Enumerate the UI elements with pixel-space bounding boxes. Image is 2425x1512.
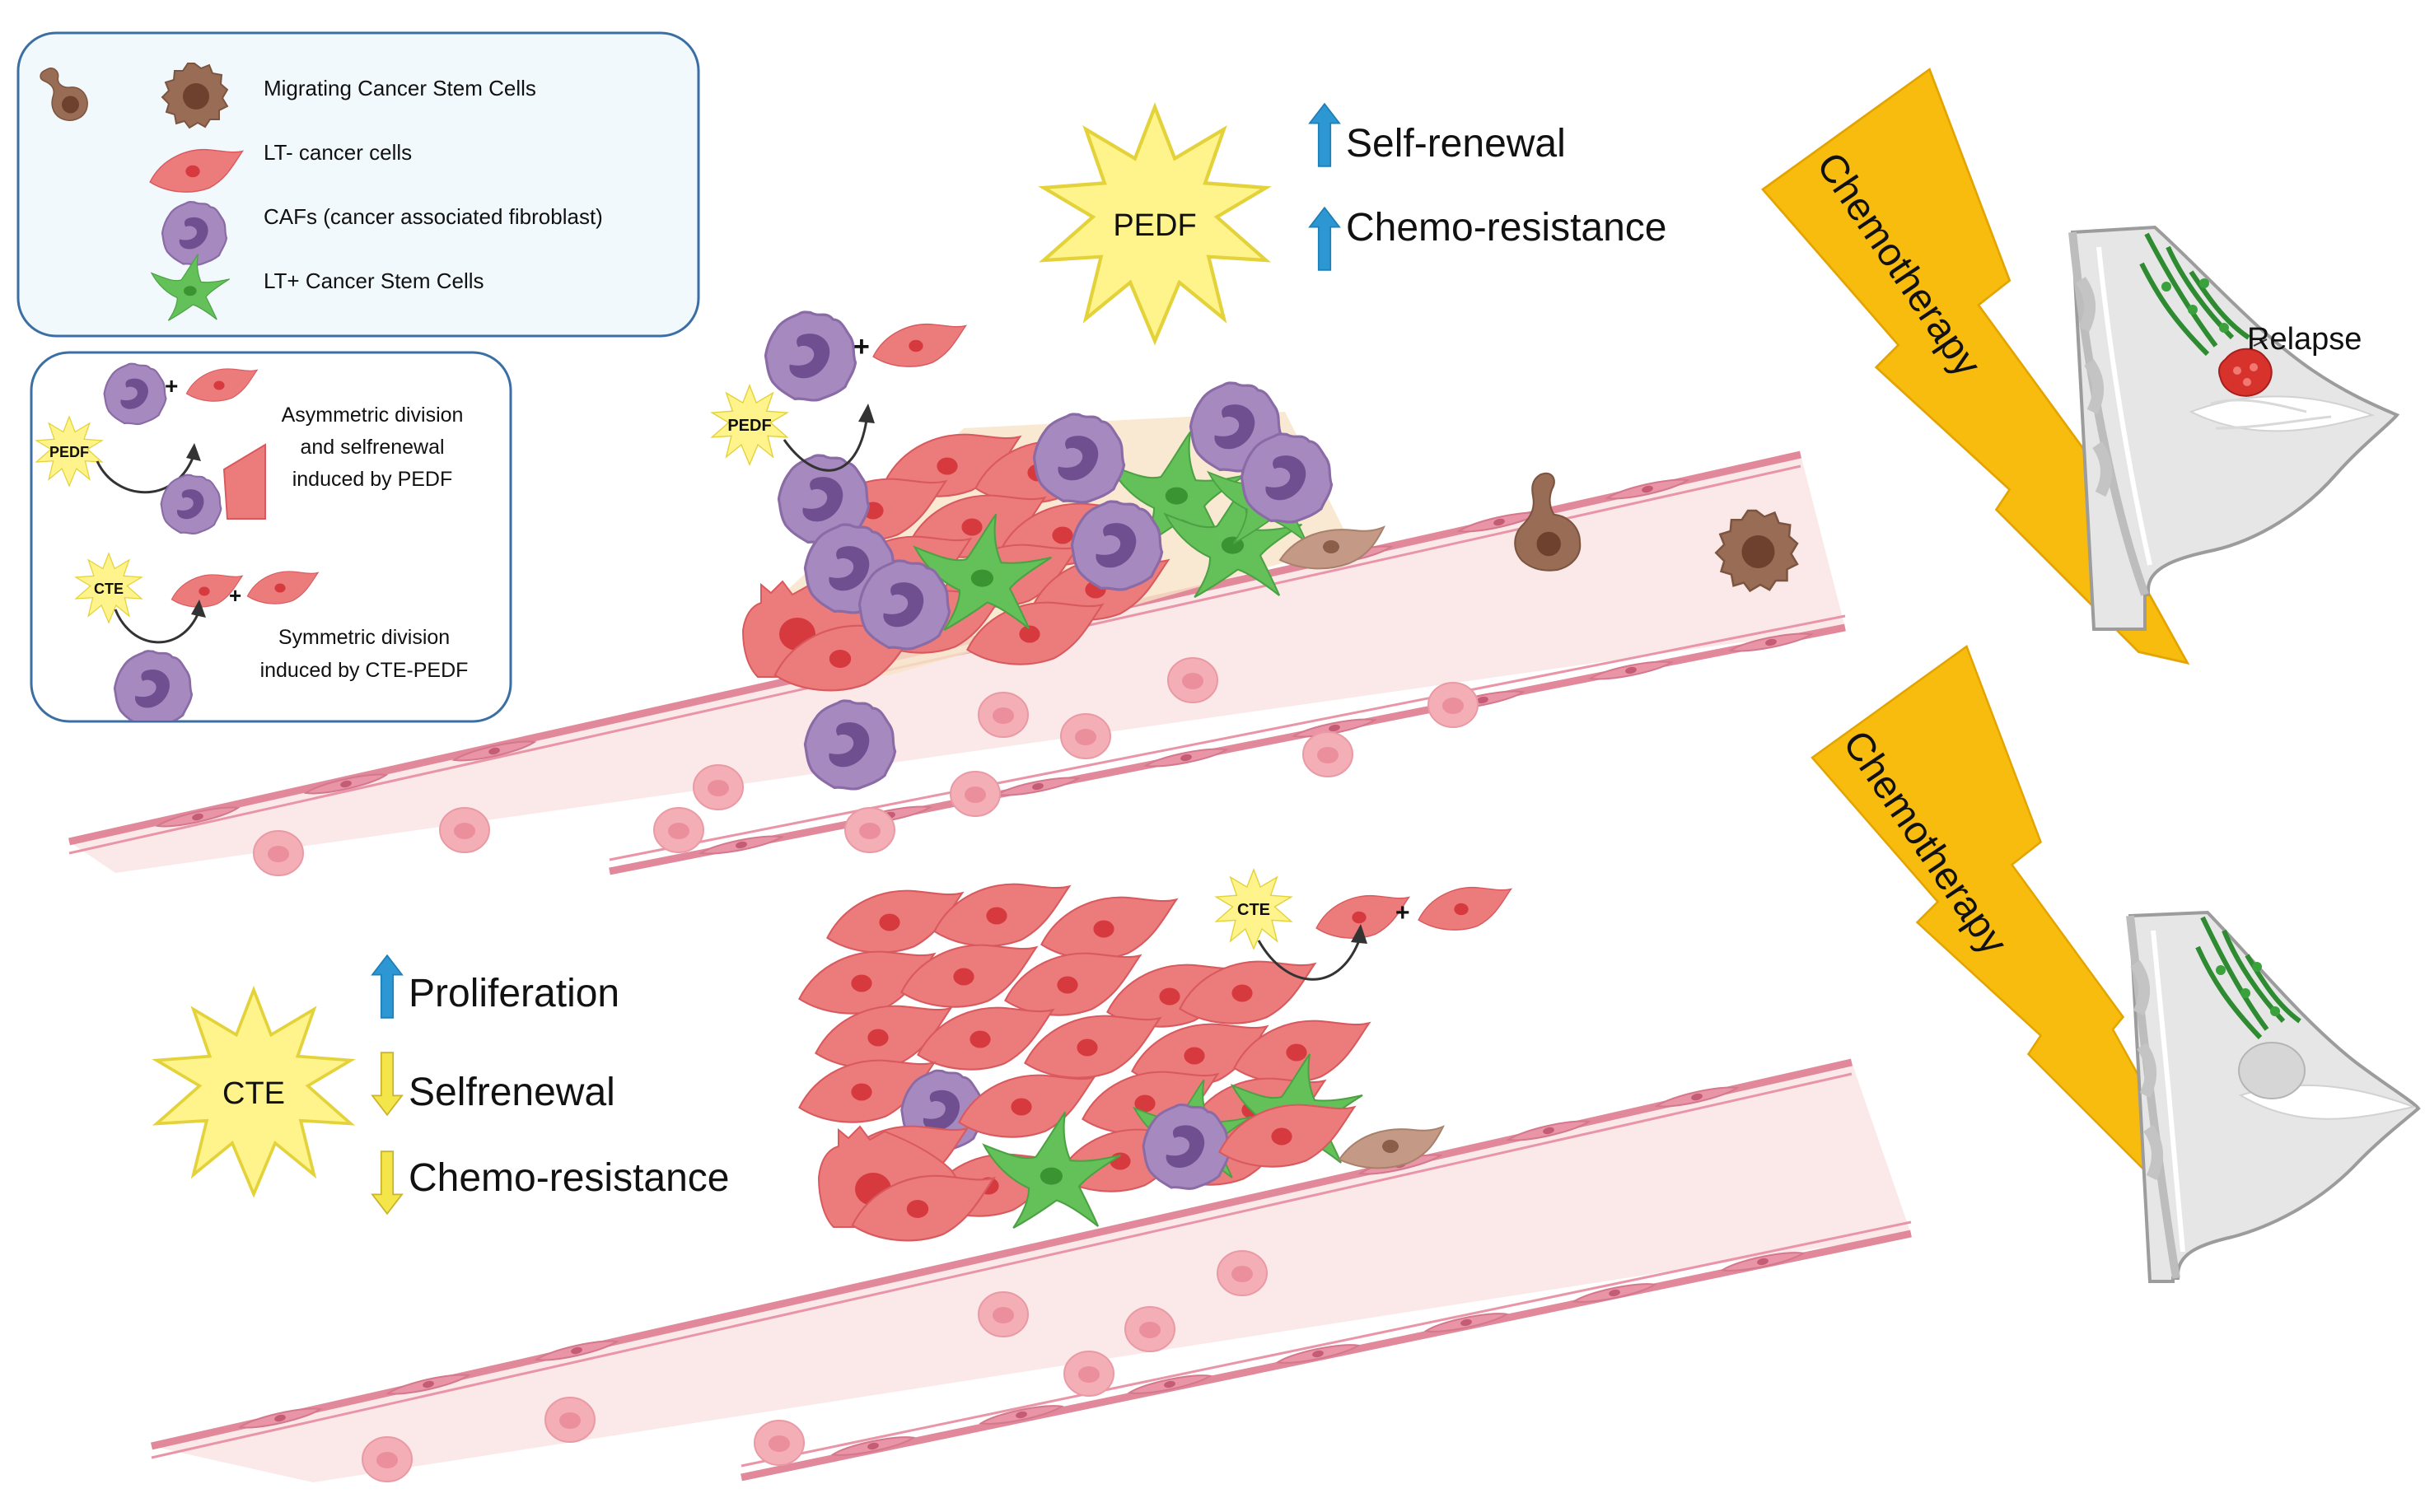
sym-text-line-2: induced by CTE-PEDF [260, 659, 469, 682]
cte-factor: CTE [155, 988, 353, 1196]
down-arrow-icon [371, 1052, 403, 1116]
effect-selfrenewal: Selfrenewal [409, 1071, 615, 1114]
arrow-head [191, 600, 206, 618]
effect-proliferation: Proliferation [409, 972, 619, 1015]
effect-chemo-resistance: Chemo-resistance [1346, 206, 1666, 250]
up-arrow-icon [1309, 103, 1340, 167]
asym-text-line-1: Asymmetric division [282, 404, 464, 427]
migrating-cancer-stem-cell-icon [40, 68, 88, 121]
bottom-symmetric-division: CTE + [1215, 869, 1512, 981]
arrow-head [1351, 924, 1367, 944]
cte-label: CTE [222, 1076, 285, 1111]
lt-minus-cell-partial-icon [222, 443, 266, 520]
sym-text-line-1: Symmetric division [278, 626, 450, 649]
up-arrow-icon [1309, 207, 1340, 271]
bottom-effects: Proliferation Selfrenewal Chemo-resistan… [371, 954, 729, 1215]
sym-plus: + [229, 583, 241, 608]
cleared-tumor-site-icon [2238, 1042, 2306, 1099]
caf-icon [103, 362, 167, 426]
top-effects: Self-renewal Chemo-resistance [1309, 103, 1666, 271]
legend-label-migrating: Migrating Cancer Stem Cells [264, 76, 536, 100]
caf-icon [161, 201, 228, 266]
bottom-division-badge: CTE [1237, 901, 1270, 919]
top-breast-relapse: Relapse [2068, 225, 2400, 631]
division-arrow [96, 457, 194, 494]
sym-badge: CTE [94, 581, 124, 597]
bottom-tumor [798, 883, 1444, 1242]
pedf-factor: PEDF [1044, 107, 1266, 341]
asym-text-line-2: and selfrenewal [300, 436, 444, 459]
caf-icon [160, 474, 222, 535]
up-arrow-icon [371, 954, 403, 1019]
bottom-division-plus: + [1395, 899, 1410, 926]
asym-text-line-3: induced by PEDF [292, 468, 453, 491]
caf-icon [113, 650, 194, 721]
bottom-breast-clear [2126, 910, 2421, 1283]
division-arrow [1257, 940, 1361, 981]
pedf-label: PEDF [1113, 208, 1196, 243]
arrow-head [186, 443, 201, 461]
relapse-label: Relapse [2247, 322, 2362, 357]
intravasated-caf [803, 699, 897, 791]
top-asymmetric-division: + PEDF [711, 310, 967, 472]
top-division-badge: PEDF [727, 417, 771, 435]
asym-plus: + [165, 373, 178, 399]
legend-label-caf: CAFs (cancer associated fibroblast) [264, 204, 603, 229]
asym-badge: PEDF [49, 444, 89, 460]
arrow-head [858, 404, 875, 423]
top-tumor [741, 381, 1385, 692]
division-arrow [783, 419, 868, 472]
division-legend: + PEDF Asymmetric division and selfrenew… [30, 351, 512, 723]
legend-label-lt-plus: LT+ Cancer Stem Cells [264, 268, 484, 293]
cell-legend: Migrating Cancer Stem Cells LT- cancer c… [16, 31, 700, 338]
effect-chemo-resistance-bottom: Chemo-resistance [409, 1156, 729, 1200]
down-arrow-icon [371, 1150, 403, 1215]
legend-label-lt-minus: LT- cancer cells [264, 140, 412, 165]
relapse-tumor-icon [2218, 348, 2273, 397]
division-arrow [114, 609, 199, 644]
top-division-plus: + [853, 331, 870, 362]
effect-self-renewal: Self-renewal [1346, 122, 1566, 166]
